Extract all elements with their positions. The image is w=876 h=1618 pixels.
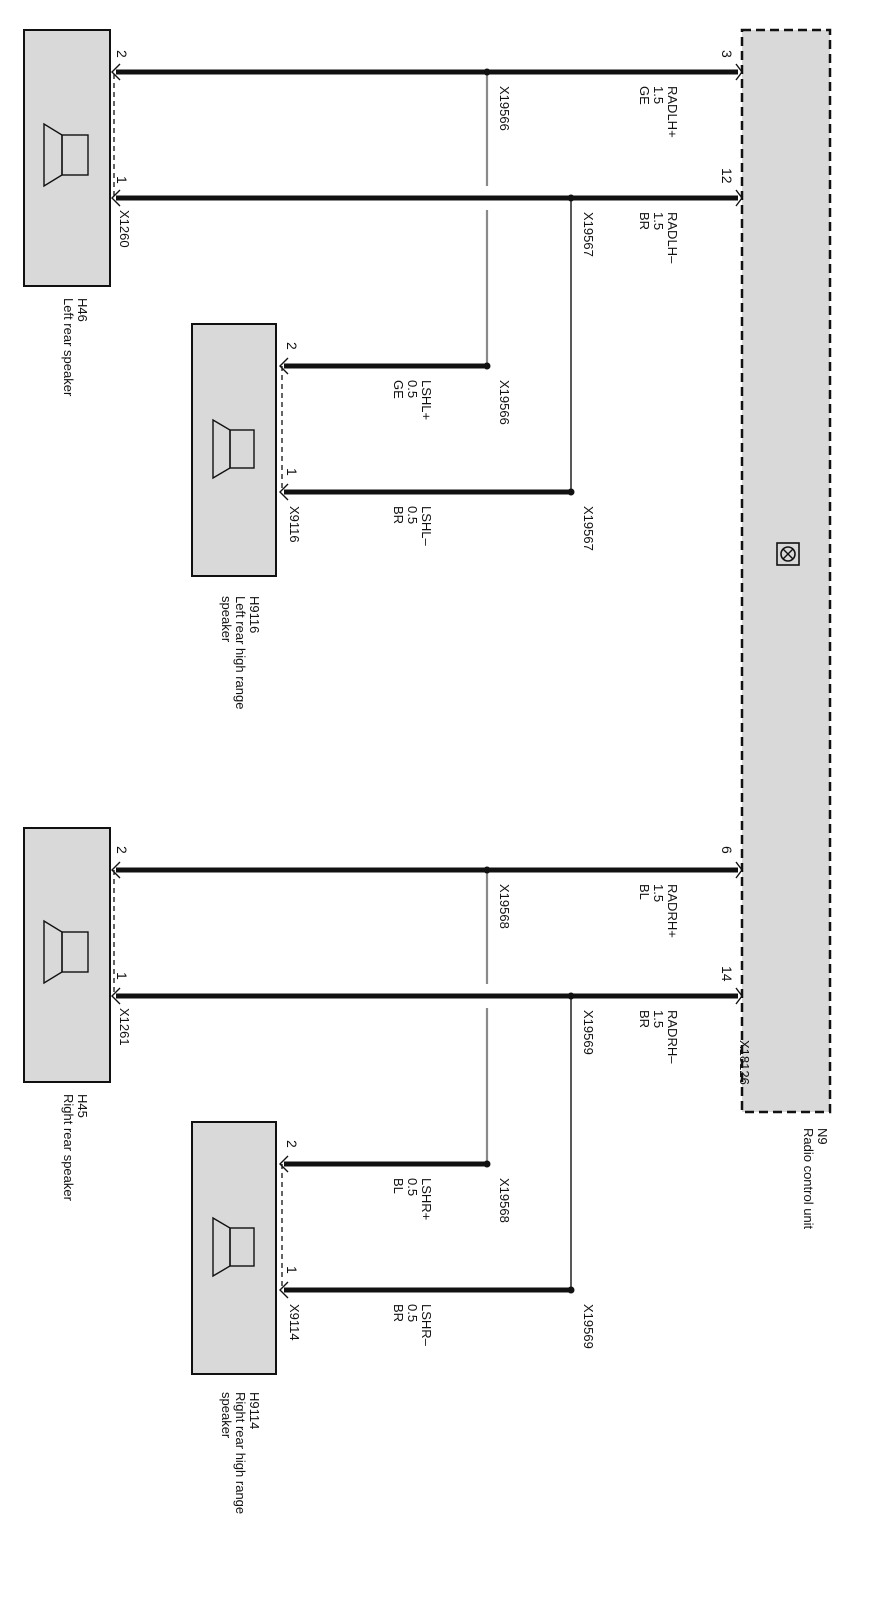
wire-label-size: 0.5: [405, 1178, 420, 1196]
unit-pin-12: 12: [719, 168, 735, 184]
splice-label: X19568: [497, 884, 512, 929]
left-rear-pin-minus: 1: [114, 176, 130, 184]
left-high-pin-plus: 2: [284, 342, 300, 350]
splice-label: X19568: [497, 1178, 512, 1223]
splice-label: X19569: [581, 1010, 596, 1055]
wire-label-size: 1.5: [651, 86, 666, 104]
wire-label-color: BR: [391, 1304, 406, 1322]
right-rear-speaker-box[interactable]: [23, 827, 111, 1083]
speaker-icon: [212, 418, 255, 480]
unit-pin-6: 6: [719, 846, 735, 854]
unit-terminals: [735, 63, 743, 1005]
speaker-icon: [212, 1216, 255, 1278]
splice-dot: [483, 866, 491, 874]
left-rear-speaker-name: Left rear speaker: [61, 298, 76, 397]
wire-label-size: 0.5: [405, 506, 420, 524]
right-high-speaker-name-1: Right rear high range: [233, 1392, 248, 1514]
left-rear-connector: X1260: [117, 210, 132, 248]
wire-label-color: GE: [391, 380, 406, 399]
wire-label-size: 1.5: [651, 1010, 666, 1028]
wire-label-signal: RADRH+: [665, 884, 680, 938]
wire-label-signal: LSHL+: [419, 380, 434, 420]
unit-connector: X18126: [737, 1040, 752, 1085]
splice-dot: [483, 362, 491, 370]
speaker-terminals: [111, 63, 289, 1299]
left-rear-speaker-box[interactable]: [23, 29, 111, 287]
splice-dot: [567, 992, 575, 1000]
radio-unit-icon: [776, 542, 800, 566]
splice-dot: [483, 1160, 491, 1168]
left-high-speaker-box[interactable]: [191, 323, 277, 577]
radio-control-unit-box[interactable]: [740, 28, 832, 1114]
wire-label-color: BR: [637, 212, 652, 230]
speaker-icon: [43, 919, 89, 985]
wire-label-color: BL: [637, 884, 652, 900]
wire-label-color: BR: [391, 506, 406, 524]
splice-label: X19566: [497, 380, 512, 425]
left-rear-speaker-id: H46: [75, 298, 90, 322]
splice-label: X19566: [497, 86, 512, 131]
right-high-pin-plus: 2: [284, 1140, 300, 1148]
wire-label-color: BR: [637, 1010, 652, 1028]
unit-pin-3: 3: [719, 50, 735, 58]
wire-label-signal: LSHR+: [419, 1178, 434, 1220]
unit-name: Radio control unit: [801, 1128, 816, 1230]
right-high-speaker-name-2: speaker: [219, 1392, 234, 1439]
wire-label-size: 1.5: [651, 884, 666, 902]
left-high-speaker-name-2: speaker: [219, 596, 234, 643]
right-rear-speaker-name: Right rear speaker: [61, 1094, 76, 1202]
wire-label-signal: RADLH+: [665, 86, 680, 138]
wire-label-color: GE: [637, 86, 652, 105]
splice-dot: [567, 1286, 575, 1294]
left-high-connector: X9116: [287, 506, 302, 543]
wire-label-signal: LSHR–: [419, 1304, 434, 1347]
left-high-pin-minus: 1: [284, 468, 300, 476]
wire-label-size: 0.5: [405, 1304, 420, 1322]
splice-label: X19567: [581, 506, 596, 551]
unit-pin-14: 14: [719, 966, 735, 982]
left-rear-pin-plus: 2: [114, 50, 130, 58]
wire-label-signal: RADRH–: [665, 1010, 680, 1064]
wire-label-color: BL: [391, 1178, 406, 1194]
right-rear-pin-minus: 1: [114, 972, 130, 980]
wire-label-signal: RADLH–: [665, 212, 680, 264]
right-rear-connector: X1261: [117, 1008, 132, 1046]
right-high-speaker-box[interactable]: [191, 1121, 277, 1375]
splice-label: X19569: [581, 1304, 596, 1349]
wire-label-signal: LSHL–: [419, 506, 434, 547]
wire-label-size: 0.5: [405, 380, 420, 398]
right-high-speaker-id: H9114: [247, 1392, 262, 1429]
splice-dot: [567, 194, 575, 202]
right-high-pin-minus: 1: [284, 1266, 300, 1274]
left-high-speaker-name-1: Left rear high range: [233, 596, 248, 709]
right-rear-speaker-id: H45: [75, 1094, 90, 1118]
splice-dot: [483, 68, 491, 76]
right-rear-pin-plus: 2: [114, 846, 130, 854]
splice-label: X19567: [581, 212, 596, 257]
speaker-icon: [43, 122, 89, 188]
splice-dot: [567, 488, 575, 496]
unit-id: N9: [815, 1128, 830, 1145]
wire-label-size: 1.5: [651, 212, 666, 230]
right-high-connector: X9114: [287, 1304, 302, 1341]
left-high-speaker-id: H9116: [247, 596, 262, 633]
